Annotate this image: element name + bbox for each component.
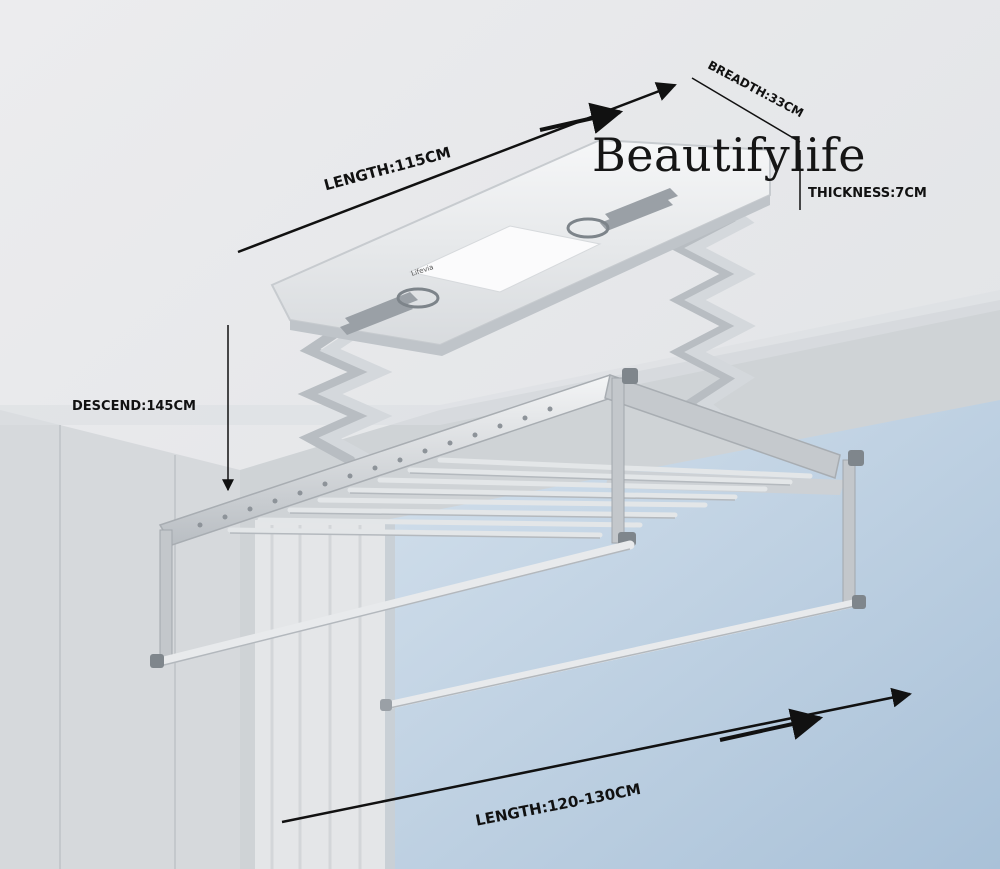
curtain [255,520,385,869]
thickness-label: THICKNESS:7CM [808,186,927,201]
left-scissor-arm [297,325,393,465]
right-scissor-arm [669,195,756,433]
drying-rack [150,368,866,711]
descend-label: DESCEND:145CM [72,399,196,414]
left-wall [0,410,240,869]
dimension-arrows [222,77,912,824]
ceiling-unit [270,138,771,356]
breadth-arrow [691,77,801,143]
brand-watermark: Beautifylife [592,128,866,182]
